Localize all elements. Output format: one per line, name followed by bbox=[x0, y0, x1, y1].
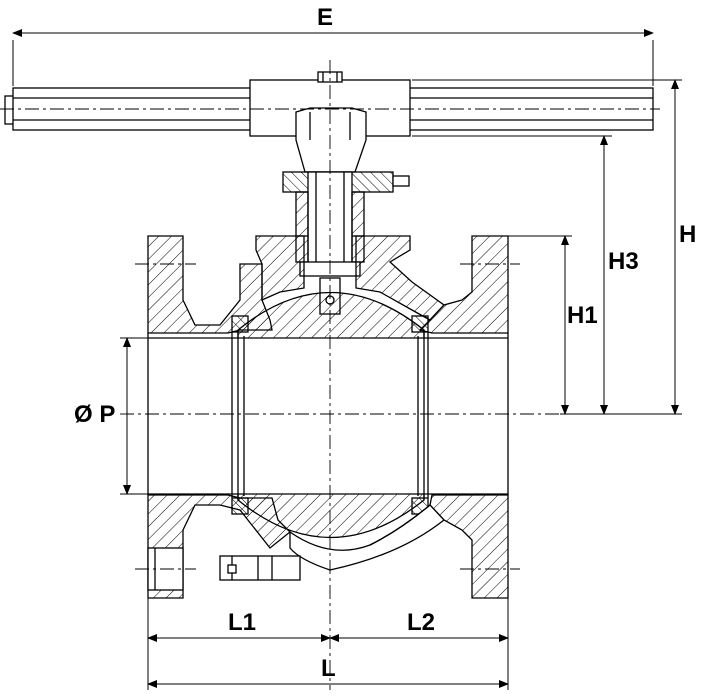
label-p: Ø P bbox=[74, 401, 116, 428]
label-l2: L2 bbox=[407, 609, 436, 636]
bore-outline bbox=[147, 330, 509, 500]
label-l1: L1 bbox=[228, 609, 257, 636]
label-h1: H1 bbox=[567, 302, 598, 329]
label-l: L bbox=[321, 655, 336, 682]
label-h: H bbox=[679, 221, 697, 248]
valve-body bbox=[147, 235, 509, 599]
dimension-lines bbox=[12, 29, 682, 690]
lever-neck bbox=[295, 107, 367, 173]
center-lines bbox=[0, 60, 660, 690]
label-e: E bbox=[317, 4, 334, 31]
label-h3: H3 bbox=[608, 248, 639, 275]
lever-handle bbox=[4, 71, 654, 173]
